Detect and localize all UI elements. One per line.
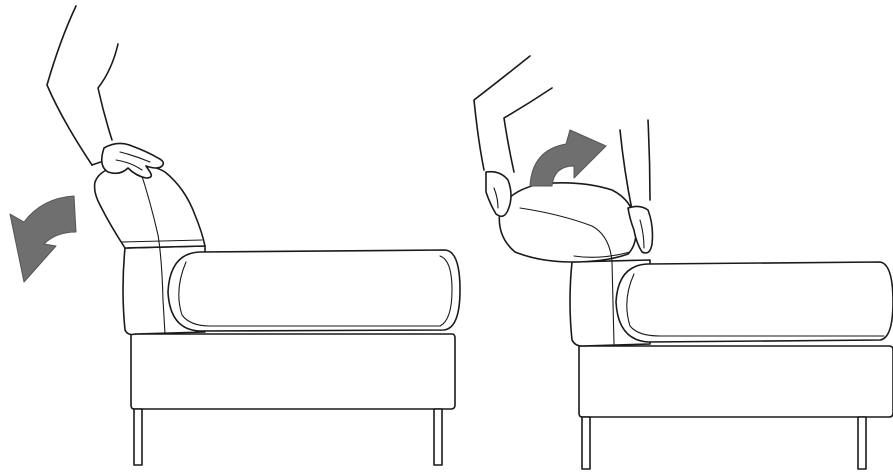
right-sofa-base xyxy=(579,346,893,417)
left-person-arm xyxy=(47,6,163,178)
left-rotation-arrow-icon xyxy=(10,196,76,282)
left-sofa-legs xyxy=(134,409,442,465)
right-bolster-cushion xyxy=(616,262,893,342)
right-panel xyxy=(474,56,893,469)
left-bolster-cushion xyxy=(168,250,460,331)
left-panel xyxy=(10,6,460,465)
right-sofa-legs xyxy=(582,417,866,469)
left-sofa-base xyxy=(131,334,455,409)
right-rotation-arrow-icon xyxy=(530,130,606,186)
